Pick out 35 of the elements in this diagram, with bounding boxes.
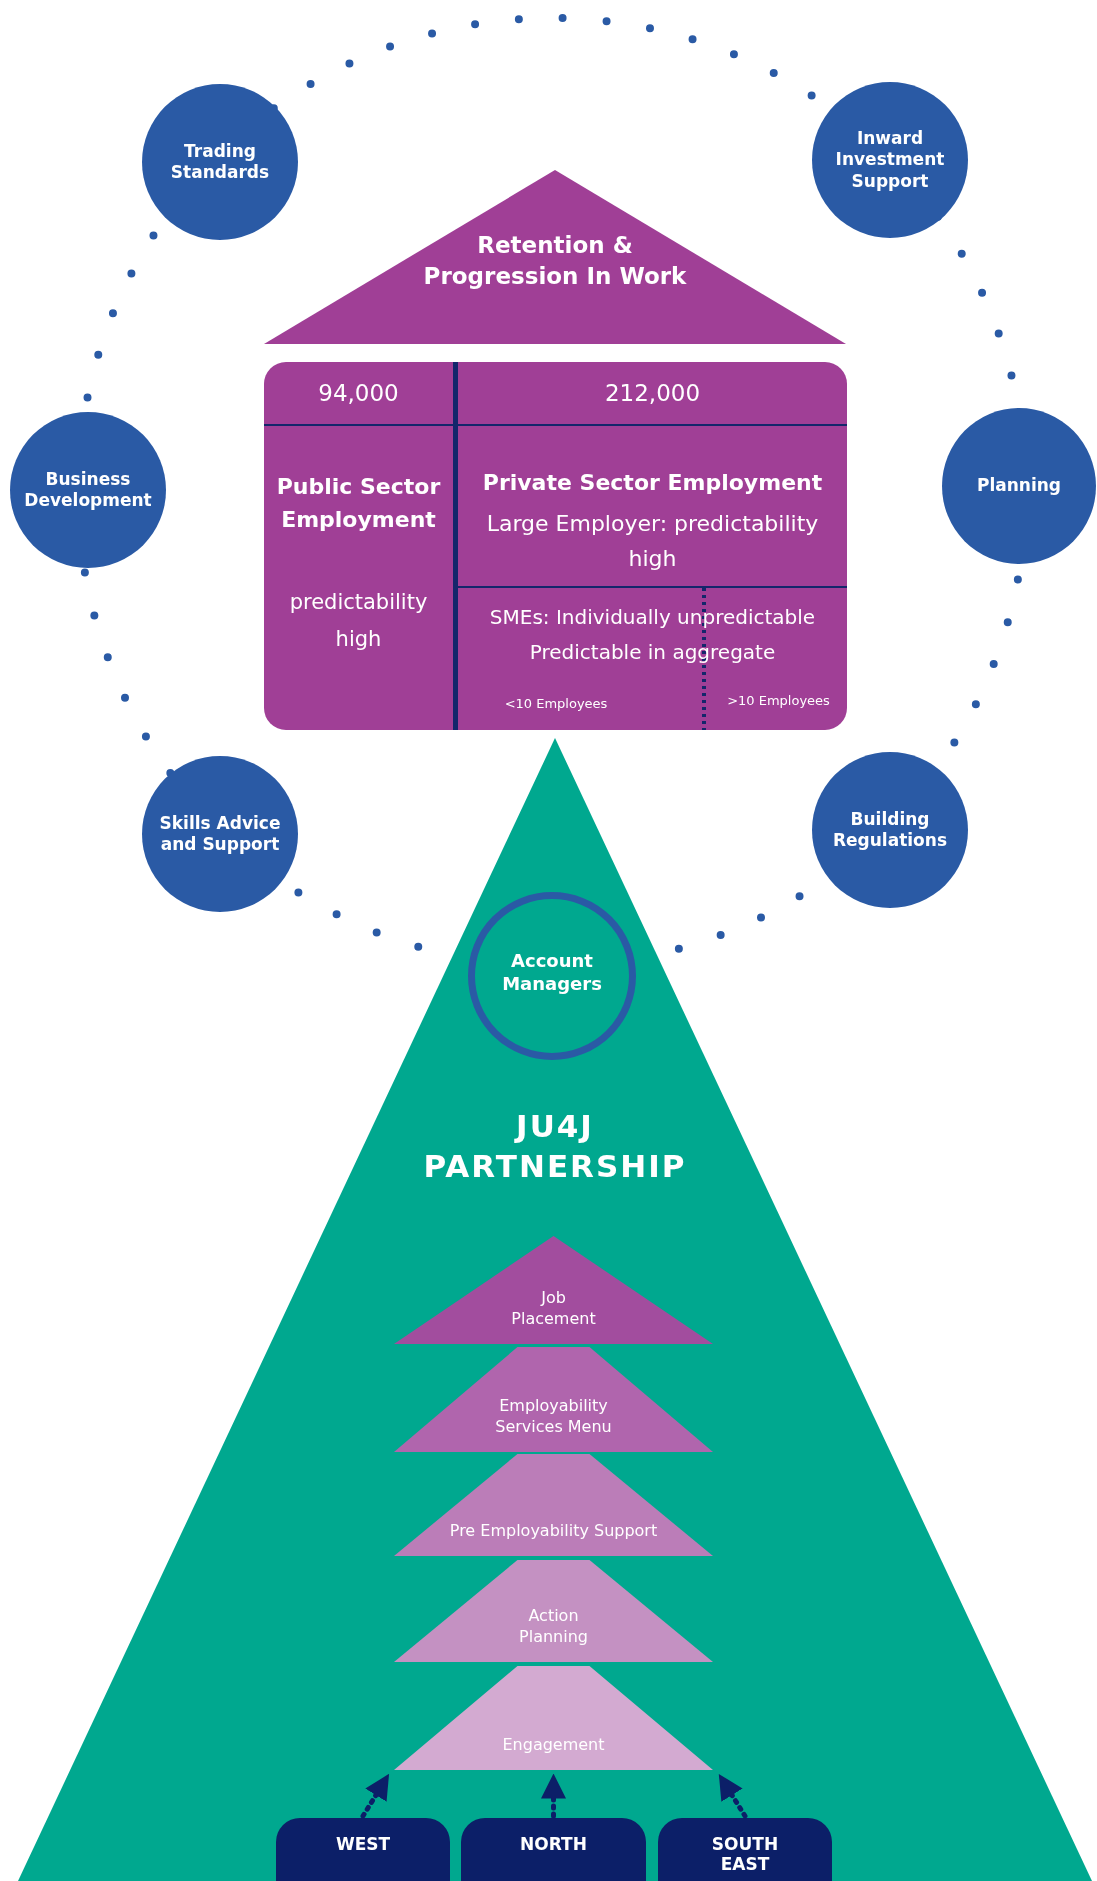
layer-label: Employability Services Menu	[494, 1394, 613, 1438]
count-value: 94,000	[264, 362, 453, 426]
arrow	[717, 1773, 748, 1819]
arrow	[541, 1773, 566, 1819]
partnership-title: JU4J PARTNERSHIP	[422, 1107, 688, 1187]
circle-label: Planning	[975, 475, 1063, 497]
table-column	[264, 362, 458, 730]
predictability-text: Large Employer: predictability high	[485, 510, 820, 574]
size-label: <10 Employees	[503, 696, 609, 711]
layer-label: Action Planning	[518, 1604, 589, 1648]
region-box	[461, 1818, 646, 1881]
ring-circle	[468, 892, 636, 1060]
column-heading: Public Sector Employment	[275, 473, 442, 534]
layer-label: Engagement	[501, 1734, 606, 1756]
region-label: WEST	[334, 1834, 392, 1855]
layer-label: Pre Employability Support	[448, 1520, 659, 1542]
region-box	[658, 1818, 832, 1881]
layer-label: Job Placement	[510, 1286, 597, 1330]
circle-label: Inward Investment Support	[834, 128, 946, 192]
region-label: SOUTH EAST	[710, 1834, 780, 1875]
circle-label: Account Managers	[501, 949, 603, 996]
circle-label: Trading Standards	[169, 140, 271, 184]
count-value: 212,000	[458, 362, 847, 426]
table-panel	[264, 362, 847, 730]
region-box	[276, 1818, 450, 1881]
column-heading: Private Sector Employment	[481, 470, 824, 495]
predictability-text: predictability high	[288, 589, 429, 653]
arrow	[360, 1773, 391, 1819]
circle-label: Business Development	[23, 468, 153, 512]
size-label: >10 Employees	[726, 693, 831, 708]
circle-label: Building Regulations	[831, 808, 948, 852]
circle-label: Skills Advice and Support	[158, 812, 282, 856]
region-label: NORTH	[519, 1834, 588, 1855]
roof-title: Retention & Progression In Work	[422, 231, 688, 292]
sme-text: SMEs: Individually unpredictable Predictable in aggregate	[488, 604, 817, 666]
